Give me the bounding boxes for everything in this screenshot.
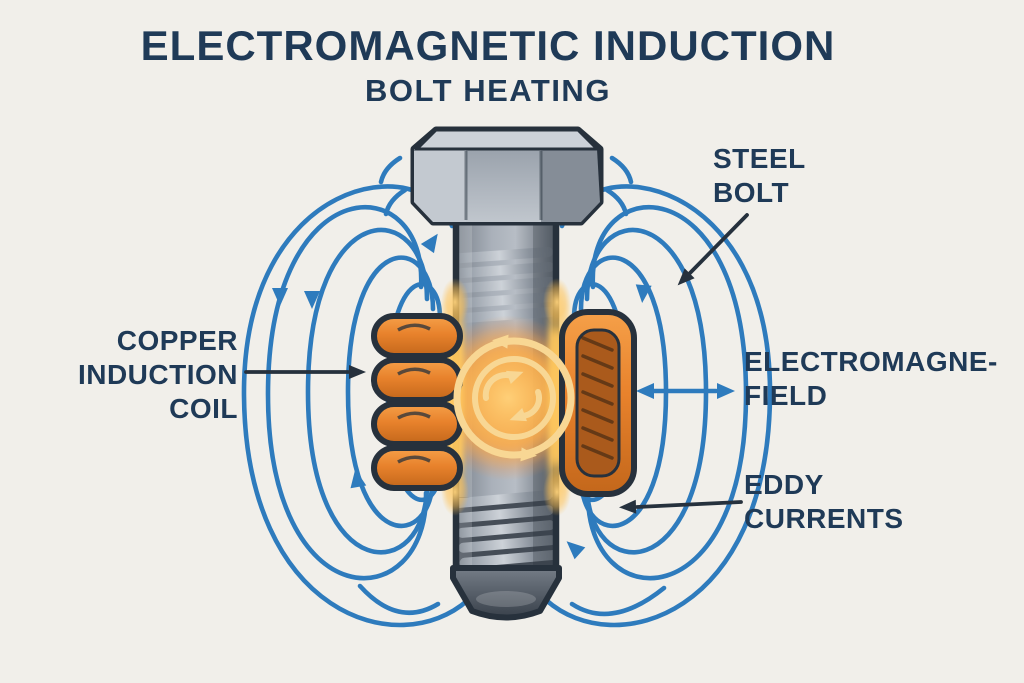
label-copper-line3: COIL <box>169 393 238 424</box>
bolt-head <box>410 126 604 226</box>
label-em-line1: ELECTROMAGNE- <box>744 346 998 377</box>
em-field-arrow <box>649 383 735 399</box>
bolt-tip <box>450 565 562 621</box>
label-copper-line2: INDUCTION <box>77 359 238 390</box>
label-steel-bolt: STEEL BOLT <box>713 142 806 210</box>
label-steel-bolt-line2: BOLT <box>713 177 790 208</box>
label-em-line2: FIELD <box>744 380 828 411</box>
label-eddy-line2: CURRENTS <box>744 503 904 534</box>
page-title: ELECTROMAGNETIC INDUCTION <box>140 22 836 69</box>
label-eddy-line1: EDDY <box>744 469 824 500</box>
copper-coil-right-bracket <box>559 309 637 497</box>
copper-coil-left-rings <box>371 313 463 491</box>
label-steel-bolt-line1: STEEL <box>713 143 806 174</box>
steel-bolt-arrow <box>677 213 749 286</box>
label-copper-induction-coil: COPPER INDUCTION COIL <box>38 324 238 426</box>
label-eddy-currents: EDDY CURRENTS <box>744 468 904 536</box>
page-subtitle: BOLT HEATING <box>365 73 611 108</box>
eddy-currents-arrow <box>619 499 743 514</box>
copper-coil-arrow <box>244 365 366 379</box>
eddy-currents-icon <box>453 334 575 462</box>
label-electromagnetic-field: ELECTROMAGNE- FIELD <box>744 345 998 413</box>
label-copper-line1: COPPER <box>116 325 238 356</box>
